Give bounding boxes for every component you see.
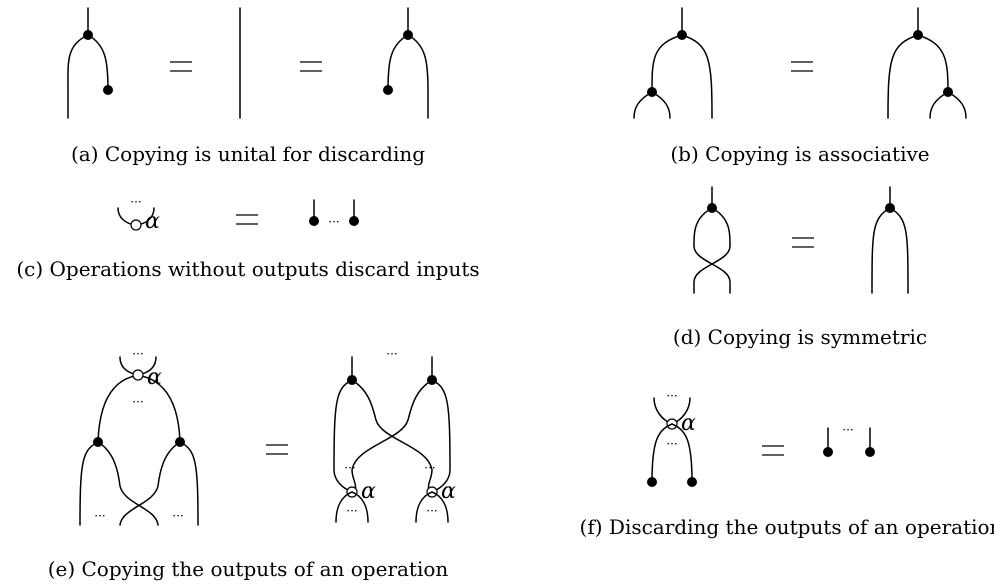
ellipsis: ··· <box>666 437 677 451</box>
ellipsis: ··· <box>132 347 143 361</box>
panel-a: (a) Copying is unital for discarding <box>67 7 429 166</box>
diagram-f-right: ··· <box>823 423 875 457</box>
equals-sign <box>236 214 258 225</box>
ellipsis: ··· <box>130 195 141 209</box>
equals-sign <box>300 61 322 72</box>
alpha-label: α <box>147 365 162 390</box>
ellipsis: ··· <box>328 215 339 229</box>
diagram-c-right: ··· <box>309 199 359 229</box>
equals-sign <box>792 237 814 248</box>
diagram-e-left: ··· α ··· ··· ··· <box>79 347 199 526</box>
ellipsis: ··· <box>424 461 435 475</box>
ellipsis: ··· <box>346 504 357 518</box>
panel-f: ··· α ··· ··· (f) Discarding the outputs… <box>580 389 994 539</box>
panel-c: ··· α ··· (c) Operations without outputs… <box>16 195 479 281</box>
ellipsis: ··· <box>842 423 853 437</box>
caption-b: (b) Copying is associative <box>670 142 929 166</box>
ellipsis: ··· <box>344 461 355 475</box>
diagram-f-left: ··· α ··· <box>647 389 697 487</box>
alpha-label: α <box>441 479 456 504</box>
ellipsis: ··· <box>172 509 183 523</box>
equals-sign <box>762 445 784 456</box>
panel-b: (b) Copying is associative <box>633 7 967 166</box>
equals-sign <box>170 61 192 72</box>
diagram-a-right <box>383 7 429 119</box>
caption-d: (d) Copying is symmetric <box>673 325 927 349</box>
panel-e: ··· α ··· ··· ··· ··· <box>48 347 456 581</box>
diagram-c-left: ··· α <box>117 195 160 234</box>
diagram-e-right: ··· ··· α ··· ··· α ··· <box>333 347 456 523</box>
diagram-d-right <box>871 186 909 294</box>
panel-d: (d) Copying is symmetric <box>673 186 927 349</box>
ellipsis: ··· <box>94 509 105 523</box>
diagram-b-left <box>633 7 713 119</box>
caption-c: (c) Operations without outputs discard i… <box>16 257 479 281</box>
equals-sign <box>791 61 813 72</box>
caption-f: (f) Discarding the outputs of an operati… <box>580 515 994 539</box>
diagram-b-right <box>887 7 967 119</box>
ellipsis: ··· <box>386 347 397 361</box>
alpha-label: α <box>681 411 696 436</box>
diagram-a-left <box>67 7 113 119</box>
caption-e: (e) Copying the outputs of an operation <box>48 557 449 581</box>
equals-sign <box>266 444 288 455</box>
alpha-label: α <box>361 479 376 504</box>
ellipsis: ··· <box>132 395 143 409</box>
ellipsis: ··· <box>426 504 437 518</box>
diagram-d-left <box>693 186 731 294</box>
caption-a: (a) Copying is unital for discarding <box>71 142 425 166</box>
alpha-label: α <box>145 209 160 234</box>
ellipsis: ··· <box>666 389 677 403</box>
